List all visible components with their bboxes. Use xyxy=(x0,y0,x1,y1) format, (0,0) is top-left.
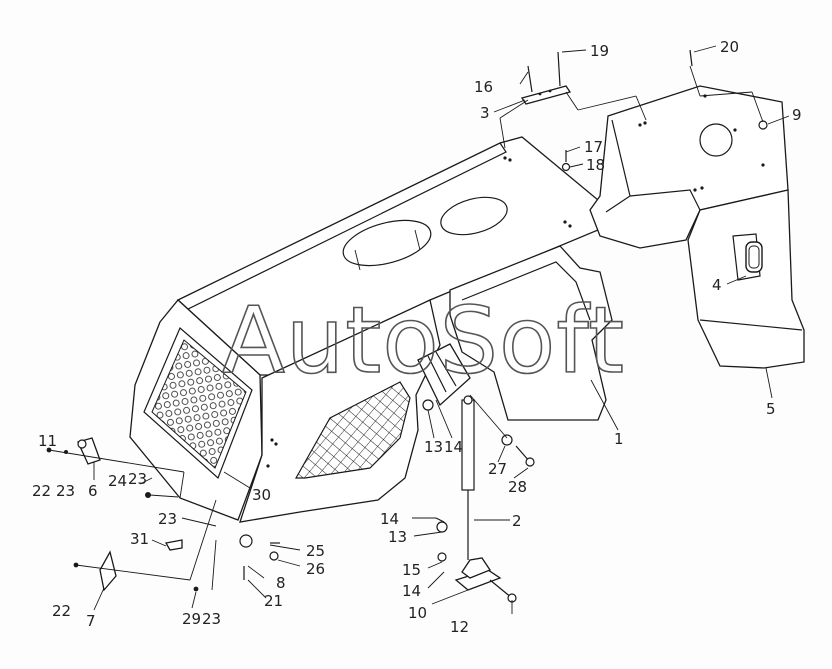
callout-13-upper: 13 xyxy=(424,438,443,456)
callout-26: 26 xyxy=(306,560,325,578)
callout-14-upper: 14 xyxy=(444,438,463,456)
callout-17: 17 xyxy=(584,138,603,156)
callout-20: 20 xyxy=(720,38,739,56)
callout-13-lower: 13 xyxy=(388,528,407,546)
washer-13-upper xyxy=(422,399,434,411)
callout-30: 30 xyxy=(252,486,271,504)
watermark-text: AutoSoft xyxy=(222,287,625,394)
callout-27: 27 xyxy=(488,460,507,478)
side-mesh-panel xyxy=(294,381,411,479)
callout-10: 10 xyxy=(408,604,427,622)
callout-1: 1 xyxy=(614,430,624,448)
callout-7: 7 xyxy=(86,612,96,630)
nut-18 xyxy=(561,162,571,172)
callout-9: 9 xyxy=(792,106,802,124)
callout-24: 24 xyxy=(108,472,127,490)
callout-21: 21 xyxy=(264,592,283,610)
top-hole-right xyxy=(440,196,508,236)
callout-6: 6 xyxy=(88,482,98,500)
clip-31 xyxy=(164,539,183,551)
top-hole-left xyxy=(342,219,432,267)
rear-cover-hole xyxy=(699,123,733,157)
callout-22-lower: 22 xyxy=(52,602,71,620)
callout-12: 12 xyxy=(450,618,469,636)
bolt-15 xyxy=(437,552,447,562)
callout-2: 2 xyxy=(512,512,522,530)
callout-8: 8 xyxy=(276,574,286,592)
callout-23-d: 23 xyxy=(202,610,221,628)
callout-15: 15 xyxy=(402,561,421,579)
hood-body xyxy=(129,136,613,523)
callout-22-upper: 22 xyxy=(32,482,51,500)
callout-5: 5 xyxy=(766,400,776,418)
callout-14-middle: 14 xyxy=(380,510,399,528)
callout-29: 29 xyxy=(182,610,201,628)
callout-leaders xyxy=(93,45,790,614)
latch-7 xyxy=(99,550,117,592)
gas-strut xyxy=(417,343,475,560)
callout-23-c: 23 xyxy=(158,510,177,528)
callout-18: 18 xyxy=(586,156,605,174)
callout-31: 31 xyxy=(130,530,149,548)
callout-19: 19 xyxy=(590,42,609,60)
bolt-20 xyxy=(689,49,693,67)
callout-25: 25 xyxy=(306,542,325,560)
latch-6 xyxy=(77,437,101,465)
callout-14-lower: 14 xyxy=(402,582,421,600)
nut-9 xyxy=(758,120,768,130)
callout-11: 11 xyxy=(38,432,57,450)
callout-4: 4 xyxy=(712,276,722,294)
hinge-plate xyxy=(499,51,647,149)
washer-13-lower xyxy=(436,521,448,533)
front-grille-frame xyxy=(143,327,253,480)
callout-3: 3 xyxy=(480,104,490,122)
front-grille xyxy=(151,339,247,469)
callout-23-a: 23 xyxy=(56,482,75,500)
callout-16: 16 xyxy=(474,78,493,96)
rear-cover xyxy=(589,85,805,369)
callout-28: 28 xyxy=(508,478,527,496)
lower-bracket xyxy=(454,557,517,603)
nut-26 xyxy=(269,551,279,561)
washer-8 xyxy=(239,534,253,548)
callout-labels: 1 2 3 4 5 6 7 8 9 10 12 11 13 13 14 14 1… xyxy=(32,38,802,636)
washer-27 xyxy=(501,434,513,446)
strut-bracket-upper xyxy=(417,343,471,407)
callout-23-b: 23 xyxy=(128,470,147,488)
